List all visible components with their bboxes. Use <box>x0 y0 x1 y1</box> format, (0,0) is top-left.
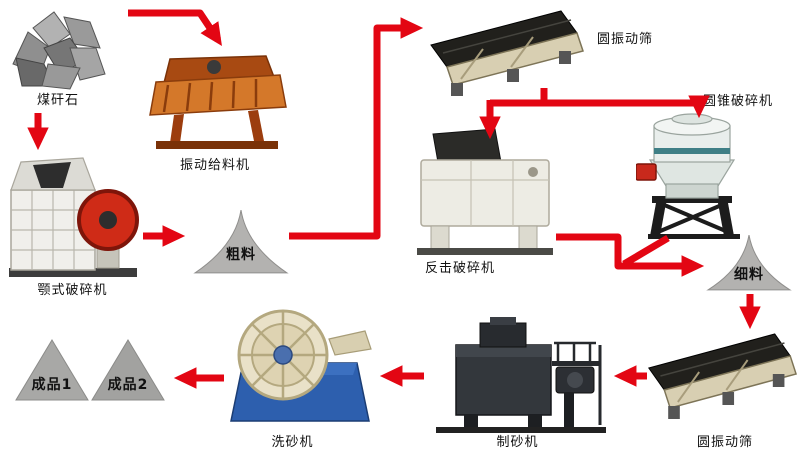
vibrating-feeder-label: 振动给料机 <box>179 158 250 173</box>
product-1-label: 成品1 <box>31 377 73 393</box>
vibrating-screen-bottom-label: 圆振动筛 <box>696 435 753 450</box>
product-1-stockpile: 成品1 <box>14 338 90 402</box>
vibrating-screen-top-label: 圆振动筛 <box>596 32 653 47</box>
product-2-stockpile: 成品2 <box>90 338 166 402</box>
cone-crusher-label: 圆锥破碎机 <box>702 94 773 109</box>
impact-crusher-illustration <box>413 128 558 256</box>
cone-crusher-illustration <box>636 108 748 240</box>
arrow-cone-to-fine <box>622 234 670 268</box>
vibrating-screen-top-illustration <box>425 5 585 100</box>
coarse-material-label: 粗料 <box>226 247 256 263</box>
fine-material-label: 细料 <box>734 267 764 283</box>
fine-material-stockpile: 细料 <box>706 233 792 293</box>
vibrating-feeder-illustration <box>140 55 295 155</box>
coal-gangue-illustration <box>8 4 108 92</box>
vibrating-screen-bottom-illustration <box>643 328 798 423</box>
sand-making-machine-label: 制砂机 <box>496 435 539 450</box>
arrow-gangue-to-feeder <box>128 9 222 46</box>
sand-making-machine-illustration <box>428 315 613 433</box>
arrow-coarse-to-screen-top <box>289 17 424 240</box>
coarse-material-stockpile: 粗料 <box>193 208 289 276</box>
sand-washing-machine-illustration <box>225 305 375 427</box>
product-2-label: 成品2 <box>107 377 149 393</box>
jaw-crusher-illustration <box>5 148 140 280</box>
arrow-impact-to-fine <box>556 233 705 277</box>
sand-washing-machine-label: 洗砂机 <box>271 435 314 450</box>
coal-gangue-label: 煤矸石 <box>36 93 79 108</box>
impact-crusher-label: 反击破碎机 <box>424 261 495 276</box>
jaw-crusher-label: 颚式破碎机 <box>37 283 108 298</box>
